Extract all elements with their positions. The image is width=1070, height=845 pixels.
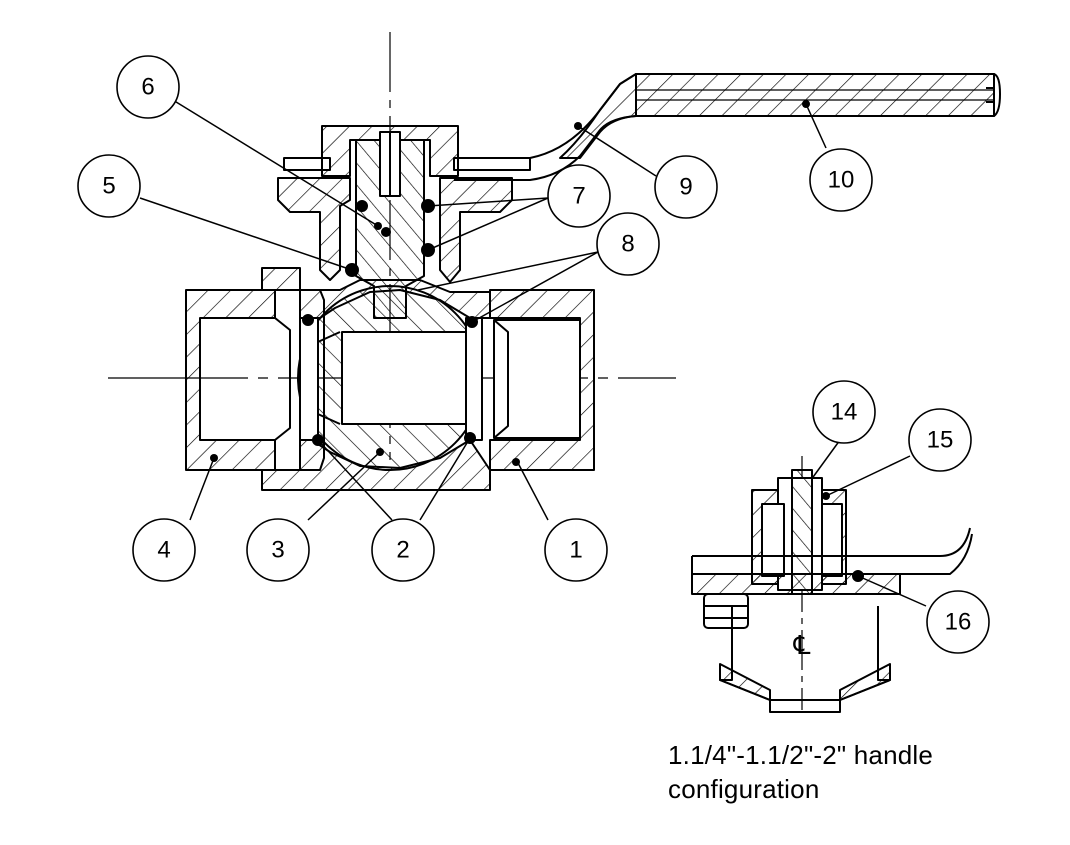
centerline-symbol: ℄ (793, 631, 811, 661)
callout-label-14: 14 (831, 399, 858, 426)
callout-8 (596, 212, 660, 276)
callout-label-1: 1 (569, 537, 582, 564)
callout-2 (371, 518, 435, 582)
leader-lines (139, 96, 927, 607)
stop-plate (283, 157, 331, 171)
main-valve-assembly (108, 32, 1001, 491)
body-right-bore (493, 319, 581, 439)
callout-4 (132, 518, 196, 582)
callout-5 (77, 154, 141, 218)
callout-label-15: 15 (927, 427, 954, 454)
caption-line-1: 1.1/4"-1.1/2"-2" handle (668, 740, 934, 770)
handle-neck-hatch (559, 73, 637, 159)
callout-10 (809, 148, 873, 212)
caption-line-2: configuration (668, 774, 820, 804)
callout-label-7: 7 (572, 183, 585, 210)
detail-nut (703, 593, 749, 629)
callout-label-3: 3 (271, 537, 284, 564)
callout-7 (547, 164, 611, 228)
callout-label-2: 2 (396, 537, 409, 564)
callout-label-16: 16 (945, 609, 972, 636)
seat-left (299, 317, 319, 441)
callout-label-10: 10 (828, 167, 855, 194)
gland-nut (321, 125, 459, 177)
callout-1 (544, 518, 608, 582)
detail-caption: 1.1/4"-1.1/2"-2" handle configuration (668, 738, 933, 806)
callout-label-6: 6 (141, 74, 154, 101)
ball-bore (341, 331, 467, 425)
callout-9 (654, 155, 718, 219)
handle-grip-hatch (635, 73, 995, 117)
body-right (489, 289, 595, 471)
end-connector-left-inner (199, 317, 291, 441)
detail-plate (691, 573, 901, 595)
bonnet-neck (277, 177, 351, 281)
callout-15 (908, 408, 972, 472)
seat-right (465, 317, 483, 441)
handle-configuration-detail (691, 456, 973, 713)
detail-lever (691, 527, 973, 575)
callout-3 (246, 518, 310, 582)
callout-14 (812, 380, 876, 444)
callout-6 (116, 55, 180, 119)
detail-body-hatch-left (719, 663, 771, 701)
callout-label-9: 9 (679, 174, 692, 201)
callout-16 (926, 590, 990, 654)
callout-label-8: 8 (621, 231, 634, 258)
callout-label-5: 5 (102, 173, 115, 200)
callout-bubbles (77, 55, 990, 654)
detail-body-hatch-right (839, 663, 891, 701)
callout-labels: 1 2 3 4 5 6 7 8 9 10 14 15 16 (102, 74, 971, 636)
callout-label-4: 4 (157, 537, 170, 564)
